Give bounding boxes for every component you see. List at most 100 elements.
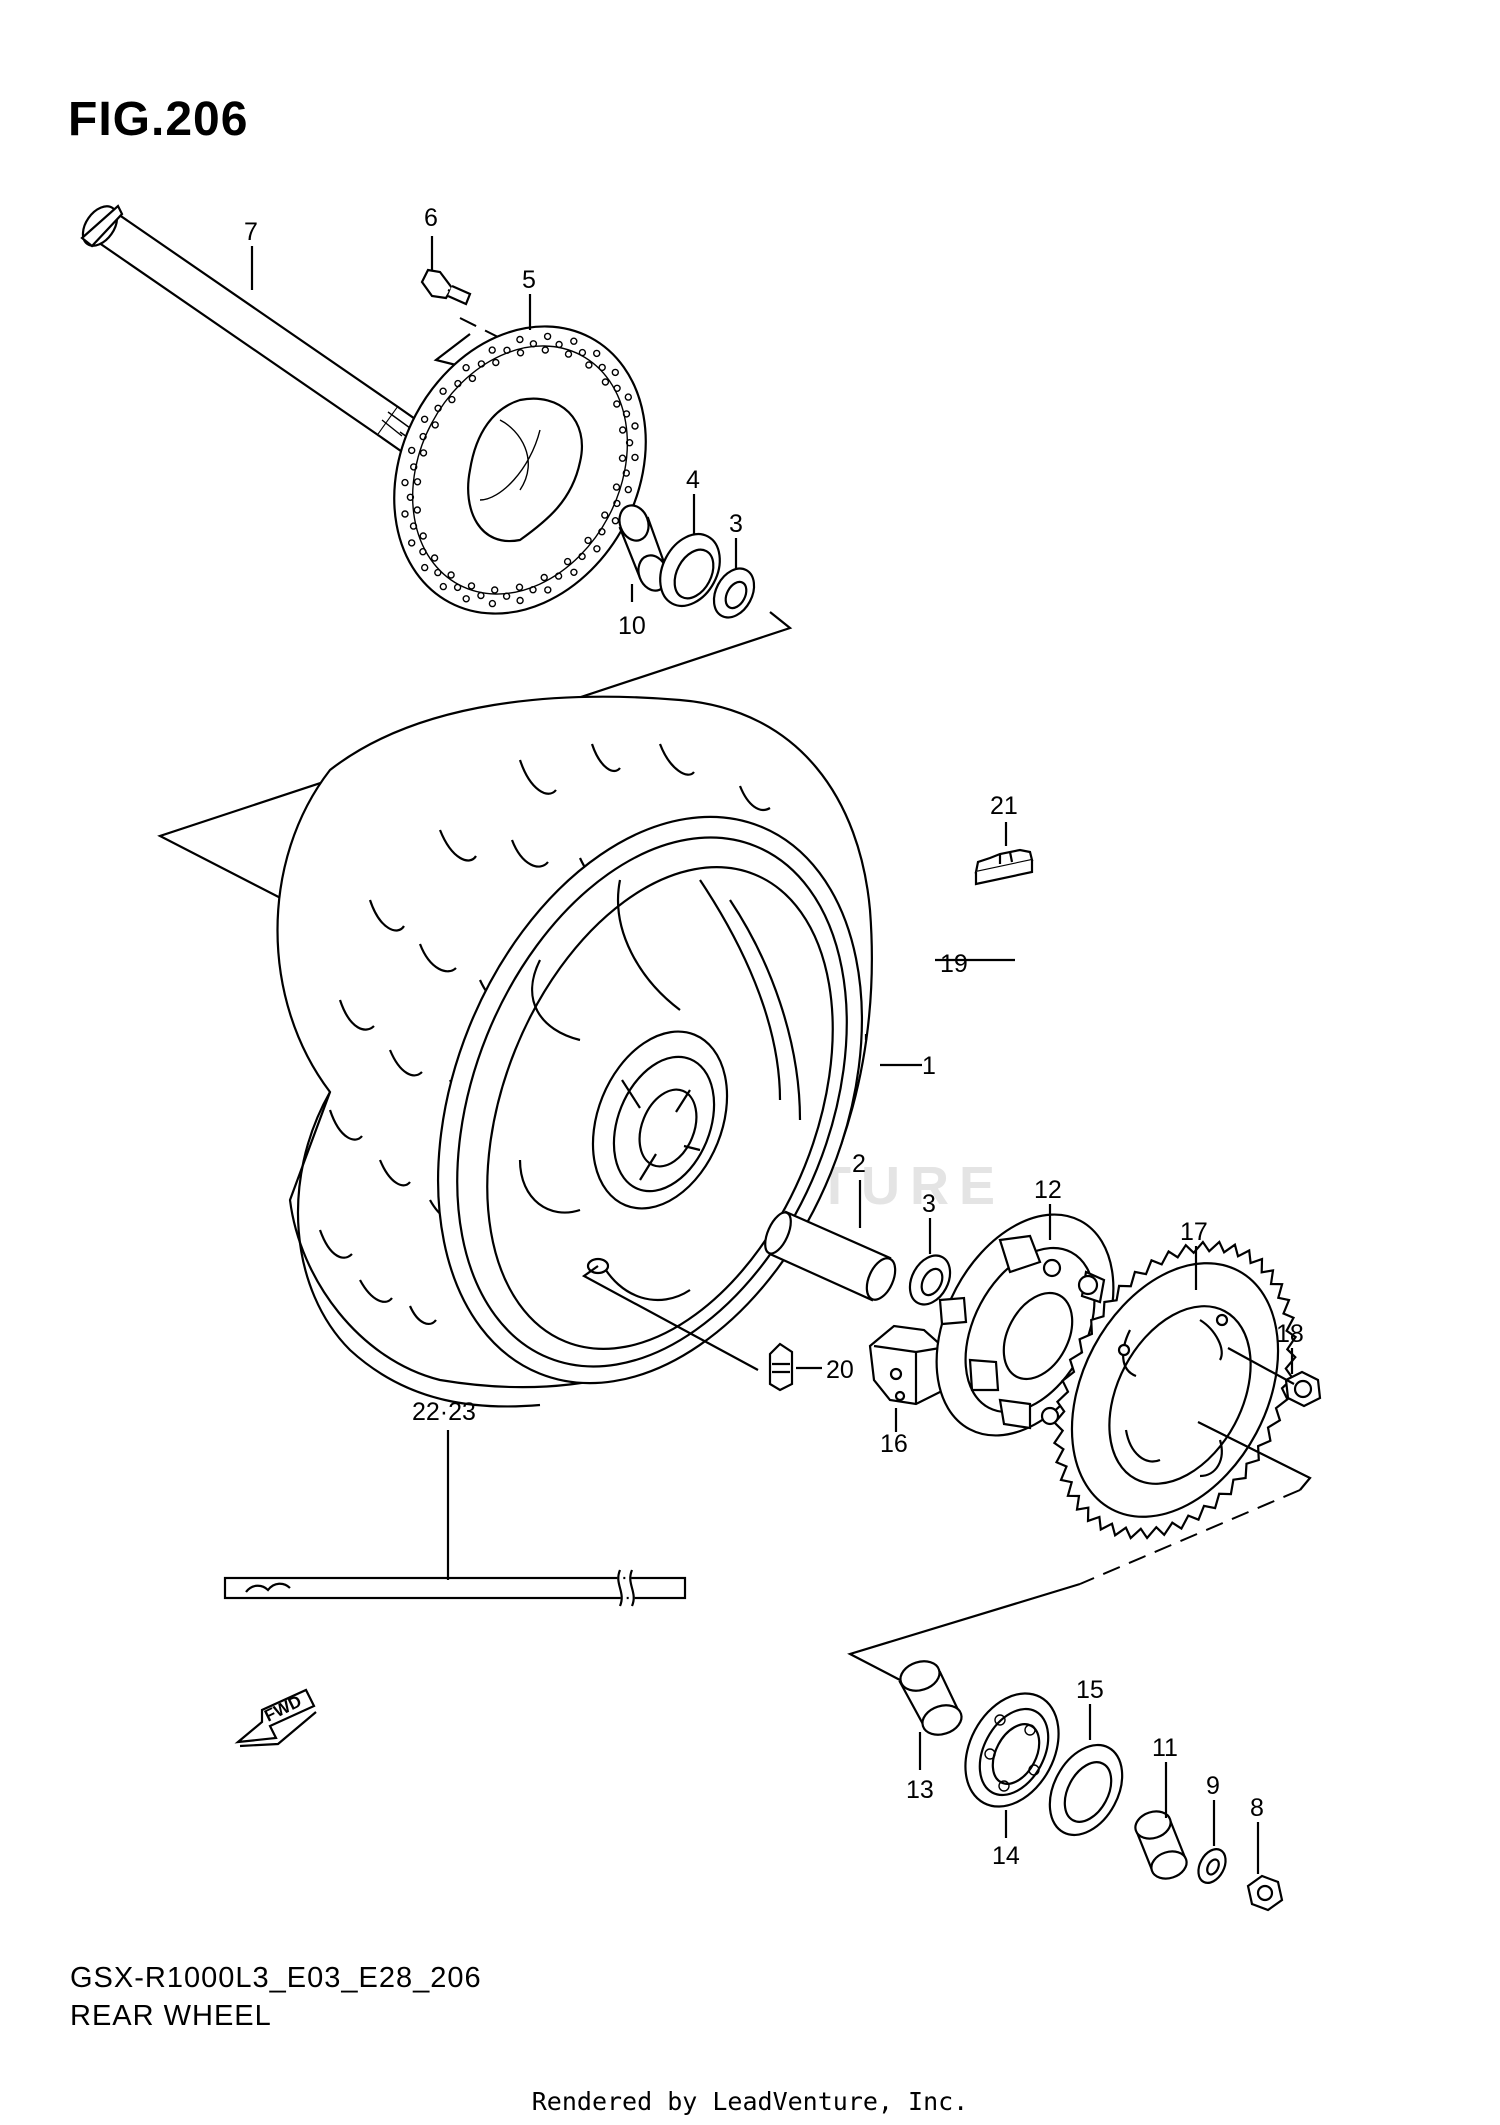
render-credit: Rendered by LeadVenture, Inc.: [531, 2087, 969, 2116]
disc-hole: [409, 522, 418, 530]
part-8-axle-nut[interactable]: [1246, 1874, 1284, 1912]
disc-hole: [631, 422, 639, 430]
disc-hole: [584, 536, 592, 545]
disc-hole: [419, 548, 427, 556]
disc-hole: [622, 410, 631, 418]
disc-hole: [492, 358, 500, 367]
disc-hole: [543, 332, 552, 341]
disc-hole: [554, 572, 563, 580]
disc-hole: [503, 346, 511, 354]
disc-hole: [516, 349, 525, 357]
tire-tread-pattern: [318, 743, 771, 1325]
disc-hole: [401, 478, 409, 487]
disc-hole: [453, 583, 462, 592]
disc-hole: [555, 340, 563, 349]
disc-hole: [541, 346, 549, 354]
disc-hole: [563, 557, 572, 566]
fwd-arrow-icon: FWD: [234, 1688, 317, 1748]
disc-hole: [601, 378, 610, 386]
disc-hole: [618, 454, 627, 462]
callout-21: 21: [990, 792, 1018, 820]
disc-hole: [419, 432, 427, 441]
part-5-brake-disc[interactable]: [345, 282, 694, 658]
callout-4: 4: [686, 466, 700, 494]
callout-15: 15: [1076, 1676, 1104, 1704]
part-3-bearing-lower[interactable]: [902, 1249, 958, 1312]
part-16-hub-damper[interactable]: [868, 1324, 946, 1406]
callout-1: 1: [922, 1052, 936, 1080]
disc-hole: [613, 400, 621, 408]
disc-hole: [631, 453, 639, 462]
disc-hole: [488, 346, 496, 354]
disc-hole: [477, 360, 486, 368]
disc-hole: [624, 485, 632, 494]
callout-19: 19: [940, 950, 968, 978]
callout-3-top: 3: [729, 510, 743, 538]
part-6-disc-bolt[interactable]: [420, 268, 472, 306]
leader-lines: [250, 236, 1294, 1874]
part-15-oil-seal-lower[interactable]: [1035, 1733, 1137, 1848]
disc-hole: [613, 384, 621, 392]
disc-hole: [570, 568, 578, 576]
disc-hole: [430, 554, 439, 562]
disc-hole: [622, 469, 630, 477]
disc-hole: [544, 586, 552, 594]
callout-18: 18: [1276, 1320, 1304, 1348]
callout-2: 2: [852, 1150, 866, 1178]
figure-title: FIG.206: [68, 93, 249, 146]
disc-hole: [431, 421, 439, 429]
disc-hole: [408, 446, 416, 455]
disc-hole: [593, 545, 601, 553]
callout-6: 6: [424, 204, 438, 232]
disc-hole: [516, 335, 524, 344]
part-13-collar-lower[interactable]: [897, 1657, 966, 1740]
disc-hole: [488, 599, 497, 608]
callout-3-lower: 3: [922, 1190, 936, 1218]
part-2-spacer[interactable]: [760, 1209, 901, 1304]
part-4-oil-seal[interactable]: [648, 524, 731, 616]
disc-hole: [625, 439, 634, 447]
disc-hole: [502, 592, 511, 600]
callout-9: 9: [1206, 1772, 1220, 1800]
callout-labels: 7 6 5 4 3 10 21 19 1 2 3 12 17 18 20 16 …: [244, 204, 1304, 1870]
disc-hole: [467, 582, 476, 590]
part-9-washer[interactable]: [1193, 1844, 1231, 1887]
disc-hole: [401, 510, 409, 518]
part-21-balance-weight[interactable]: [974, 848, 1034, 886]
disc-hole: [434, 404, 442, 412]
disc-hole: [564, 350, 573, 358]
callout-16: 16: [880, 1430, 908, 1458]
disc-hole: [624, 393, 632, 401]
disc-hole: [529, 586, 537, 594]
callout-14: 14: [992, 1842, 1020, 1870]
part-1-wheel-rim[interactable]: [359, 753, 942, 1446]
callout-8: 8: [1250, 1794, 1264, 1822]
disc-hole: [413, 478, 422, 486]
part-3-bearing-top[interactable]: [706, 562, 762, 625]
disc-hole: [598, 363, 606, 372]
disc-hole: [585, 361, 593, 369]
disc-hole: [515, 583, 524, 591]
disc-hole: [516, 596, 524, 605]
disc-hole: [578, 348, 587, 357]
disc-hole: [593, 349, 601, 358]
disc-hole: [439, 582, 447, 591]
callout-17: 17: [1180, 1218, 1208, 1246]
part-11-collar-small[interactable]: [1132, 1807, 1190, 1883]
disc-hole: [601, 511, 609, 519]
disc-hole: [468, 374, 477, 383]
disc-hole: [419, 532, 427, 540]
part-20-valve[interactable]: [768, 1342, 794, 1392]
part-14-bearing-large[interactable]: [947, 1677, 1078, 1822]
callout-10: 10: [618, 612, 646, 640]
disc-hole: [540, 573, 548, 582]
part-17-rear-sprocket[interactable]: [1030, 1228, 1319, 1553]
part-18-sprocket-nut[interactable]: [1284, 1370, 1322, 1408]
disc-hole: [410, 463, 418, 471]
disc-hole: [578, 552, 586, 561]
part-22-23-rim-decal[interactable]: [223, 1568, 687, 1608]
callout-12: 12: [1034, 1176, 1062, 1204]
disc-hole: [439, 387, 447, 395]
disc-hole: [413, 506, 421, 514]
